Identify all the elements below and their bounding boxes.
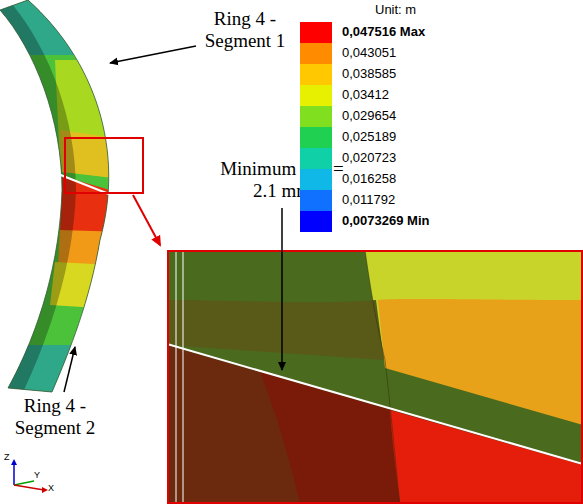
legend-swatch (300, 64, 332, 85)
axis-label: Y (34, 470, 44, 480)
legend-swatch (300, 211, 332, 232)
ring-contour (0, 0, 130, 405)
segment-label: Ring 4 - Segment 2 (5, 395, 105, 439)
unit-label: Unit: m (375, 2, 465, 18)
legend-swatch (300, 106, 332, 127)
legend-swatch (300, 85, 332, 106)
legend-swatch (300, 43, 332, 64)
axis-label: Z (4, 452, 14, 462)
legend-value: 0,029654 (342, 108, 396, 124)
axis-label: X (48, 483, 58, 493)
legend-value: 0,011792 (342, 192, 395, 208)
legend-value: 0,047516 Max (342, 24, 425, 40)
segment-label: Ring 4 - Segment 1 (195, 8, 295, 52)
legend-swatch (300, 127, 332, 148)
legend-swatch (300, 169, 332, 190)
legend-value: 0,043051 (342, 45, 396, 61)
legend-value: 0,020723 (342, 150, 396, 166)
legend-swatch (300, 190, 332, 211)
zoom-contour (167, 250, 583, 504)
legend-value: 0,016258 (342, 171, 396, 187)
legend-value: 0,038585 (342, 66, 396, 82)
legend-swatch (300, 148, 332, 169)
legend-value: 0,0073269 Min (342, 213, 429, 229)
legend-value: 0,03412 (342, 87, 389, 103)
legend-swatch (300, 22, 332, 43)
legend-value: 0,025189 (342, 129, 396, 145)
